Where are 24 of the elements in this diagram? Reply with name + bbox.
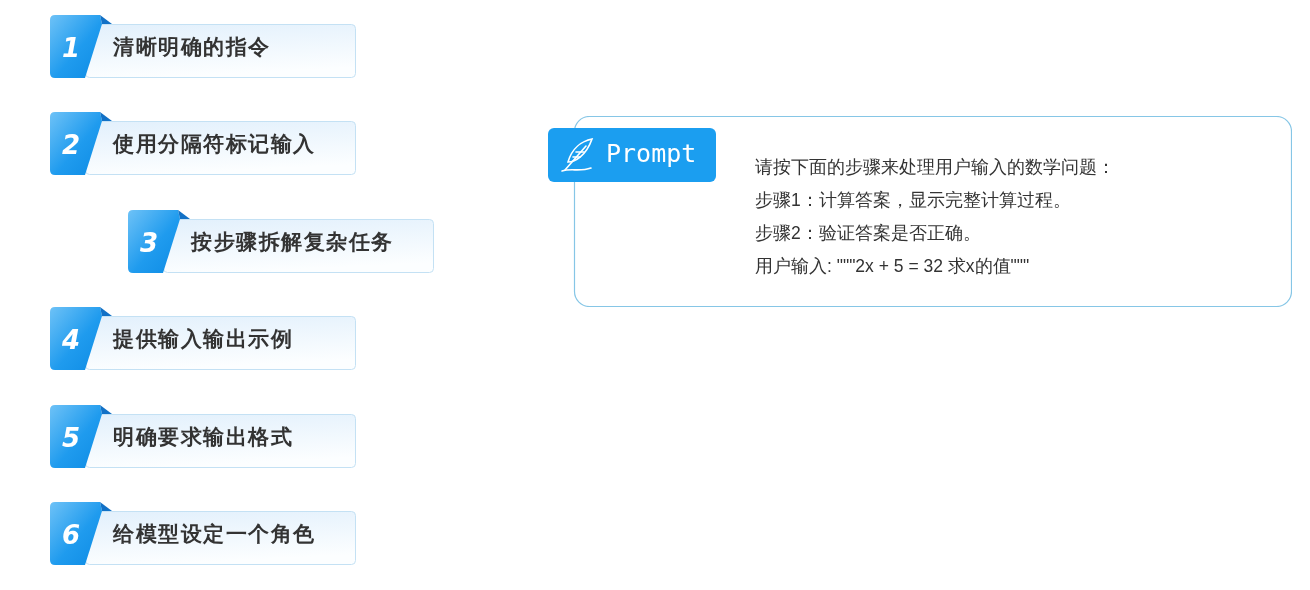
step-card [128, 210, 434, 273]
number-badge: 4 [50, 307, 112, 370]
step-title: 给模型设定一个角色 [113, 521, 316, 547]
prompt-text-line: 步骤2：验证答案是否正确。 [755, 222, 981, 245]
tag-label: Prompt [606, 139, 697, 169]
step-card [50, 112, 356, 175]
prompt-text-line: 步骤1：计算答案，显示完整计算过程。 [755, 189, 1071, 212]
number-badge: 5 [50, 405, 112, 468]
step-card [50, 307, 356, 370]
step-card [50, 15, 356, 78]
prompt-text-line: 用户输入: """2x + 5 = 32 求x的值""" [755, 255, 1030, 278]
number-badge: 6 [50, 502, 112, 565]
step-card [50, 502, 356, 565]
prompt-text-line: 请按下面的步骤来处理用户输入的数学问题： [755, 156, 1115, 179]
number-badge: 2 [50, 112, 112, 175]
number-badge: 3 [128, 210, 190, 273]
prompt-panel [548, 116, 1292, 307]
step-title: 明确要求输出格式 [113, 424, 293, 450]
step-card [50, 405, 356, 468]
step-title: 按步骤拆解复杂任务 [191, 229, 394, 255]
number-badge: 1 [50, 15, 112, 78]
step-title: 清晰明确的指令 [113, 34, 271, 60]
step-title: 使用分隔符标记输入 [113, 131, 316, 157]
step-title: 提供输入输出示例 [113, 326, 293, 352]
